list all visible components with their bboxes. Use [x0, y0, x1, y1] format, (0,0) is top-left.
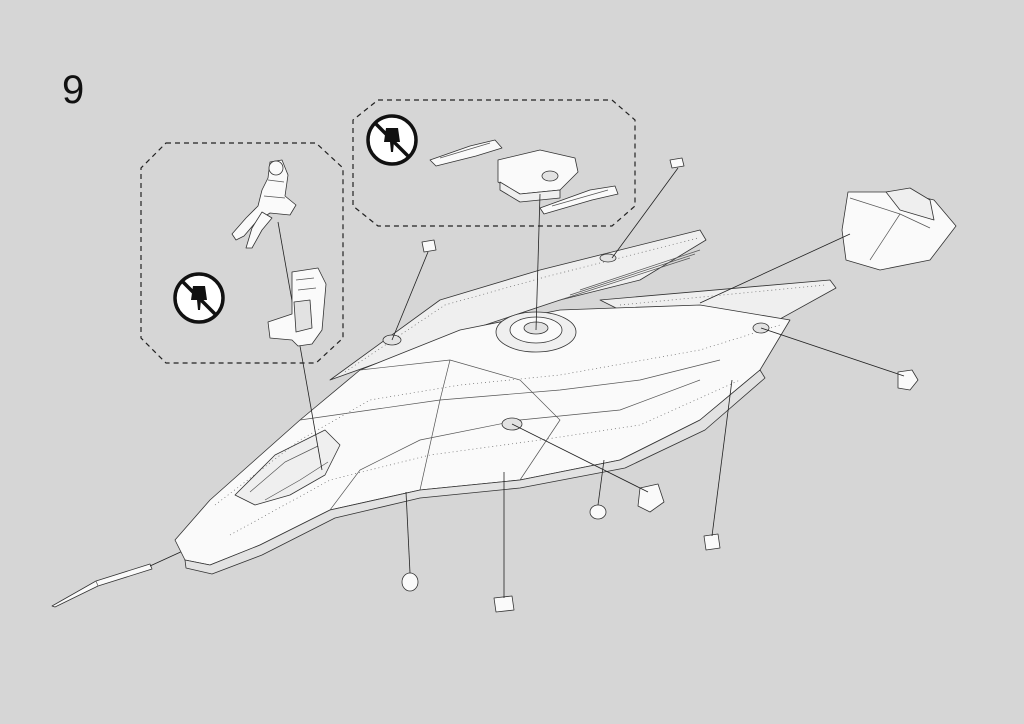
crew-figure-part [231, 159, 323, 471]
small-part-bottom-2 [493, 472, 515, 613]
small-part-center-bottom [511, 423, 665, 513]
pilot-seat-part [267, 267, 327, 347]
callout-box-weapons [352, 99, 636, 227]
callout-box-crew [140, 142, 344, 364]
weapon-part-right [539, 185, 619, 215]
small-part-top-left [391, 239, 437, 341]
step-number: 9 [62, 68, 85, 112]
turret-part [497, 149, 579, 331]
no-glue-icon [366, 114, 418, 166]
ship-hull [174, 229, 837, 575]
no-glue-icon [173, 272, 225, 324]
small-part-bottom-1 [589, 459, 607, 520]
antenna-part [51, 549, 186, 608]
weapon-part-left [429, 139, 503, 167]
small-part-bottom-right [703, 379, 733, 551]
engine-nacelle-part [699, 187, 957, 304]
small-part-bottom-3 [401, 491, 419, 592]
small-part-top-right [611, 157, 685, 259]
small-part-right [760, 327, 919, 391]
